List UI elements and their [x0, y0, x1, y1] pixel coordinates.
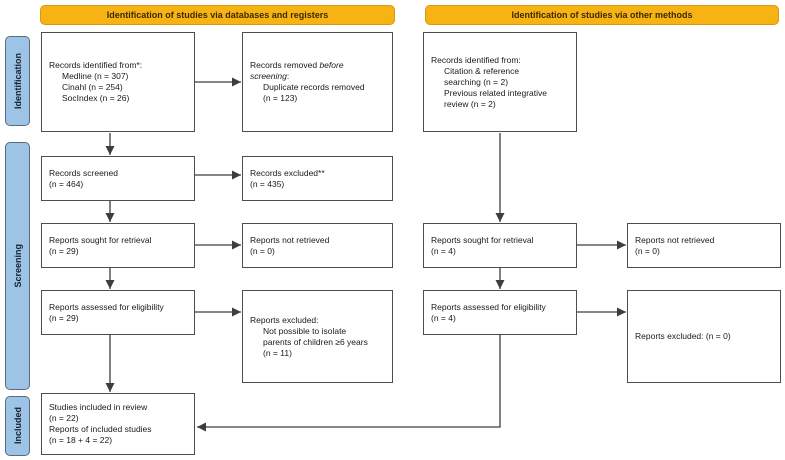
box-label: Reports sought for retrieval	[49, 234, 152, 245]
box-item: Duplicate records removed	[263, 82, 365, 92]
box-reports-sought-databases: Reports sought for retrieval (n = 29)	[41, 223, 195, 268]
header-other-methods: Identification of studies via other meth…	[425, 5, 779, 25]
box-reports-sought-other: Reports sought for retrieval (n = 4)	[423, 223, 577, 268]
stage-screening: Screening	[5, 142, 30, 390]
box-label: Reports of included studies	[49, 424, 152, 434]
box-reports-assessed-databases: Reports assessed for eligibility (n = 29…	[41, 290, 195, 335]
stage-screening-label: Screening	[12, 244, 23, 288]
stage-included: Included	[5, 396, 30, 456]
box-item: Medline (n = 307)	[62, 71, 129, 81]
box-item: Citation & reference	[444, 65, 520, 76]
box-item: Previous related integrative	[444, 87, 548, 98]
box-count: (n = 0)	[635, 245, 660, 256]
box-count: (n = 29)	[49, 312, 79, 323]
box-label: Reports excluded: (n = 0)	[635, 331, 731, 341]
box-label: Reports not retrieved	[635, 234, 715, 245]
box-item: searching (n = 2)	[444, 76, 509, 87]
box-item: Cinahl (n = 254)	[62, 82, 123, 92]
box-title: Records removed before	[250, 60, 388, 71]
box-records-screened: Records screened (n = 464)	[41, 156, 195, 201]
box-records-identified-other: Records identified from: Citation & refe…	[423, 32, 577, 132]
box-title: Records identified from:	[431, 54, 521, 65]
title-italic: before	[319, 60, 344, 70]
box-label: Reports not retrieved	[250, 234, 330, 245]
box-reports-assessed-other: Reports assessed for eligibility (n = 4)	[423, 290, 577, 335]
box-count: (n = 22)	[49, 413, 79, 423]
box-count: (n = 4)	[431, 312, 456, 323]
box-item: parents of children ≥6 years	[263, 336, 368, 347]
title-italic: screening	[250, 71, 287, 81]
box-reports-excluded-databases: Reports excluded: Not possible to isolat…	[242, 290, 393, 383]
box-title: Reports excluded:	[250, 314, 319, 325]
box-item: review (n = 2)	[444, 98, 496, 109]
box-title-cont: screening:	[250, 71, 388, 82]
title-text: :	[286, 71, 290, 81]
box-count: (n = 18 + 4 = 22)	[49, 435, 113, 445]
stage-identification-label: Identification	[12, 53, 23, 109]
box-count: (n = 435)	[250, 178, 285, 189]
box-title: Records identified from*:	[49, 60, 143, 70]
box-label: Reports assessed for eligibility	[431, 301, 546, 312]
box-item: Not possible to isolate	[263, 325, 347, 336]
box-item: SocIndex (n = 26)	[62, 93, 130, 103]
header-databases-registers: Identification of studies via databases …	[40, 5, 395, 25]
box-count: (n = 29)	[49, 245, 79, 256]
stage-identification: Identification	[5, 36, 30, 126]
box-records-removed-before-screening: Records removed before screening: Duplic…	[242, 32, 393, 132]
box-count: (n = 0)	[250, 245, 275, 256]
box-count: (n = 4)	[431, 245, 456, 256]
box-count: (n = 464)	[49, 178, 84, 189]
box-label: Reports assessed for eligibility	[49, 301, 164, 312]
box-label: Reports sought for retrieval	[431, 234, 534, 245]
box-item: (n = 123)	[263, 93, 298, 103]
box-reports-not-retrieved-other: Reports not retrieved (n = 0)	[627, 223, 781, 268]
box-reports-not-retrieved-databases: Reports not retrieved (n = 0)	[242, 223, 393, 268]
box-label: Records screened	[49, 167, 118, 178]
box-label: Studies included in review	[49, 402, 148, 412]
box-label: Records excluded**	[250, 167, 325, 178]
box-reports-excluded-other: Reports excluded: (n = 0)	[627, 290, 781, 383]
box-studies-included: Studies included in review (n = 22) Repo…	[41, 393, 195, 455]
box-records-excluded: Records excluded** (n = 435)	[242, 156, 393, 201]
stage-included-label: Included	[12, 407, 23, 445]
box-item: (n = 11)	[263, 347, 292, 358]
title-text: Records removed	[250, 60, 320, 70]
box-records-identified-databases: Records identified from*: Medline (n = 3…	[41, 32, 195, 132]
